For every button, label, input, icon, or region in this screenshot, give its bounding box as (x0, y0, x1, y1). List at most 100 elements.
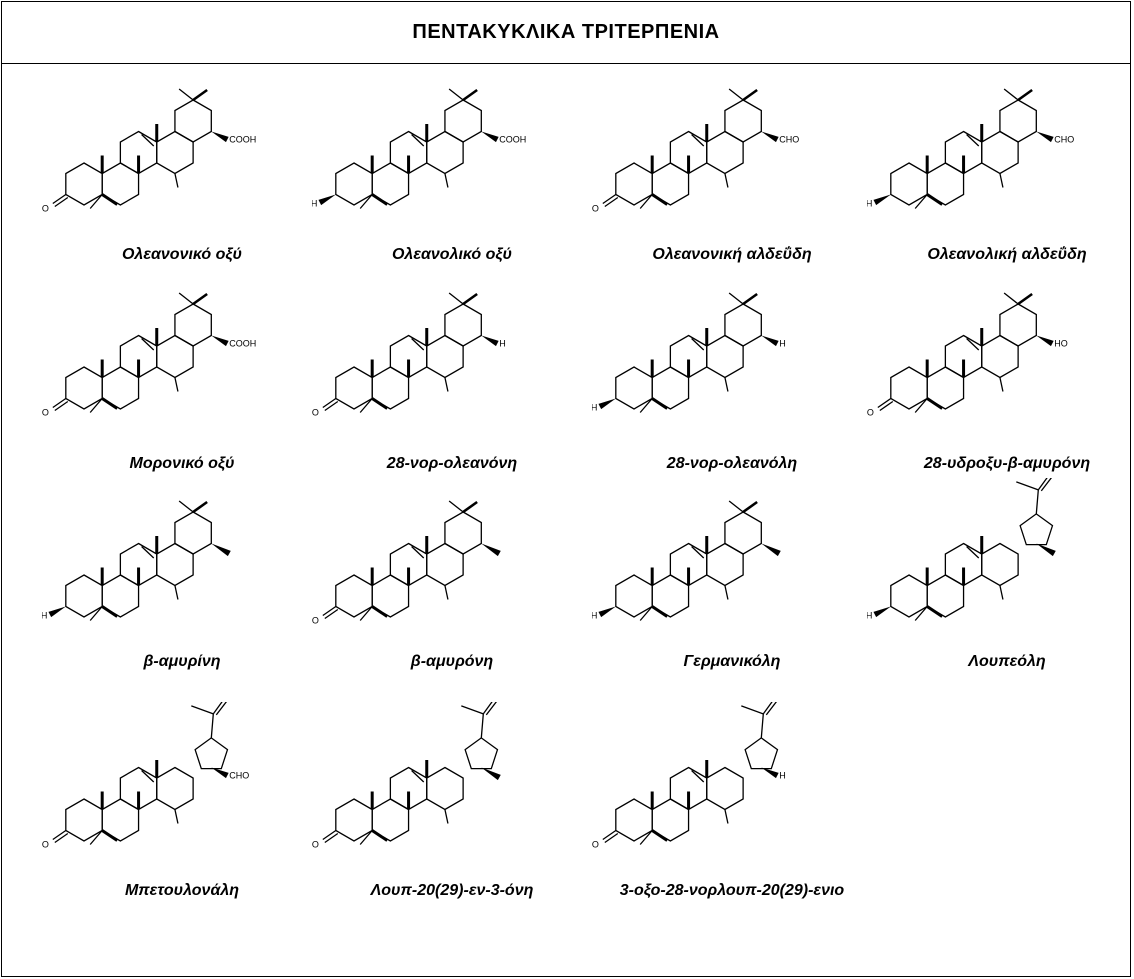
structure-drawing: OHCHO (867, 88, 1074, 209)
c4-methyl (639, 830, 653, 845)
c4-methyl (639, 606, 653, 621)
isopropenyl-bond (760, 713, 764, 738)
gem-dimethyl (742, 292, 758, 306)
gem-dimethyl (742, 88, 758, 102)
c17-wedge (1036, 335, 1054, 347)
ring-e (724, 99, 762, 143)
compound-name: 28-υδροξυ-β-αμυρόνη (923, 455, 1091, 472)
c4-methyl (926, 397, 944, 410)
c3-substituent: OH (42, 611, 47, 621)
ring-d (981, 130, 1019, 175)
c4-methyl (639, 398, 653, 413)
ketone-bond (604, 196, 619, 208)
ketone-bond (877, 397, 892, 409)
gem-dimethyl (192, 292, 208, 306)
gem-dimethyl (728, 500, 744, 513)
c3-substituent: O (312, 408, 319, 418)
gem-dimethyl (728, 88, 744, 101)
c17-substituent: CHO (779, 135, 799, 145)
gem-dimethyl (448, 292, 464, 305)
c17-wedge (761, 767, 779, 779)
c4-methyl (651, 829, 669, 842)
double-bond-c12 (141, 134, 155, 147)
double-bond-c12 (966, 546, 980, 559)
ring-a (615, 574, 653, 618)
double-bond-c12 (691, 338, 705, 351)
structure-drawing: O (312, 500, 501, 626)
c17-wedge (481, 131, 499, 143)
double-bond-c12 (691, 134, 705, 147)
gem-dimethyl (462, 500, 478, 514)
c4-methyl (914, 194, 928, 209)
ring-d (706, 766, 744, 811)
ring-e (444, 511, 482, 555)
gem-dimethyl (462, 88, 478, 102)
ring-e (724, 303, 762, 347)
double-bond-c12 (966, 134, 980, 147)
gem-dimethyl (1017, 292, 1033, 306)
c17-substituent: H (779, 339, 786, 349)
c4-methyl (371, 829, 389, 842)
ring-d (156, 130, 194, 175)
ketone-bond (879, 400, 894, 412)
ketone-bond (52, 829, 67, 841)
ring-a (335, 798, 373, 842)
c17-substituent: H (499, 339, 506, 349)
hashed-methyl (444, 809, 449, 824)
vinylidene-double-bond (765, 702, 777, 716)
hydroxyl-wedge (873, 606, 891, 618)
hashed-methyl (174, 173, 179, 188)
ring-d (981, 334, 1019, 379)
compound-name: 28-νορ-ολεανόλη (666, 455, 798, 472)
c4-methyl (101, 397, 119, 410)
ketone-bond (52, 397, 67, 409)
ketone-bond (52, 193, 67, 205)
ring-d (426, 130, 464, 175)
c3-substituent: OH (867, 199, 872, 209)
compound-name: 3-οξο-28-νορλουπ-20(29)-ενιο (619, 882, 845, 899)
gem-dimethyl (1017, 88, 1033, 102)
c4-methyl (359, 194, 373, 209)
isopropenyl-methyl (191, 705, 214, 715)
ring-e (194, 737, 229, 770)
compound-cell: OHΛουπεόλη (867, 478, 1134, 708)
c3-substituent: OH (592, 611, 597, 621)
gem-dimethyl (178, 88, 194, 101)
c4-methyl (926, 193, 944, 206)
gem-dimethyl (192, 88, 208, 102)
structure-drawing: OH (592, 702, 786, 850)
compound-name: Γερμανικόλη (683, 653, 781, 670)
ring-a (615, 798, 653, 842)
hashed-methyl (174, 585, 179, 600)
structure-drawing: OHO (867, 292, 1068, 418)
gem-dimethyl (1003, 292, 1019, 305)
vinylidene-double-bond (482, 702, 493, 715)
ketone-bond (602, 829, 617, 841)
gem-dimethyl (742, 500, 758, 514)
ring-e (999, 303, 1037, 347)
isopropenyl-bond (480, 713, 484, 738)
isopropenyl-bond (210, 713, 214, 738)
gem-dimethyl (448, 88, 464, 101)
ring-e (1019, 513, 1054, 546)
gem-dimethyl (448, 500, 464, 513)
vinylidene-double-bond (212, 702, 223, 715)
double-bond-c12 (141, 770, 155, 783)
ring-e (444, 303, 482, 347)
compound-cell: OH Γερμανικόλη (592, 478, 872, 708)
c4-methyl (651, 605, 669, 618)
ring-d (706, 130, 744, 175)
ketone-bond (322, 605, 337, 617)
ring-a (615, 162, 653, 206)
compound-cell: OHH28-νορ-ολεανόλη (592, 270, 872, 500)
isopropenyl-bond (1035, 489, 1039, 514)
double-bond-c12 (411, 338, 425, 351)
ring-e (744, 737, 779, 770)
hashed-methyl (444, 173, 449, 188)
ring-d (426, 542, 464, 587)
